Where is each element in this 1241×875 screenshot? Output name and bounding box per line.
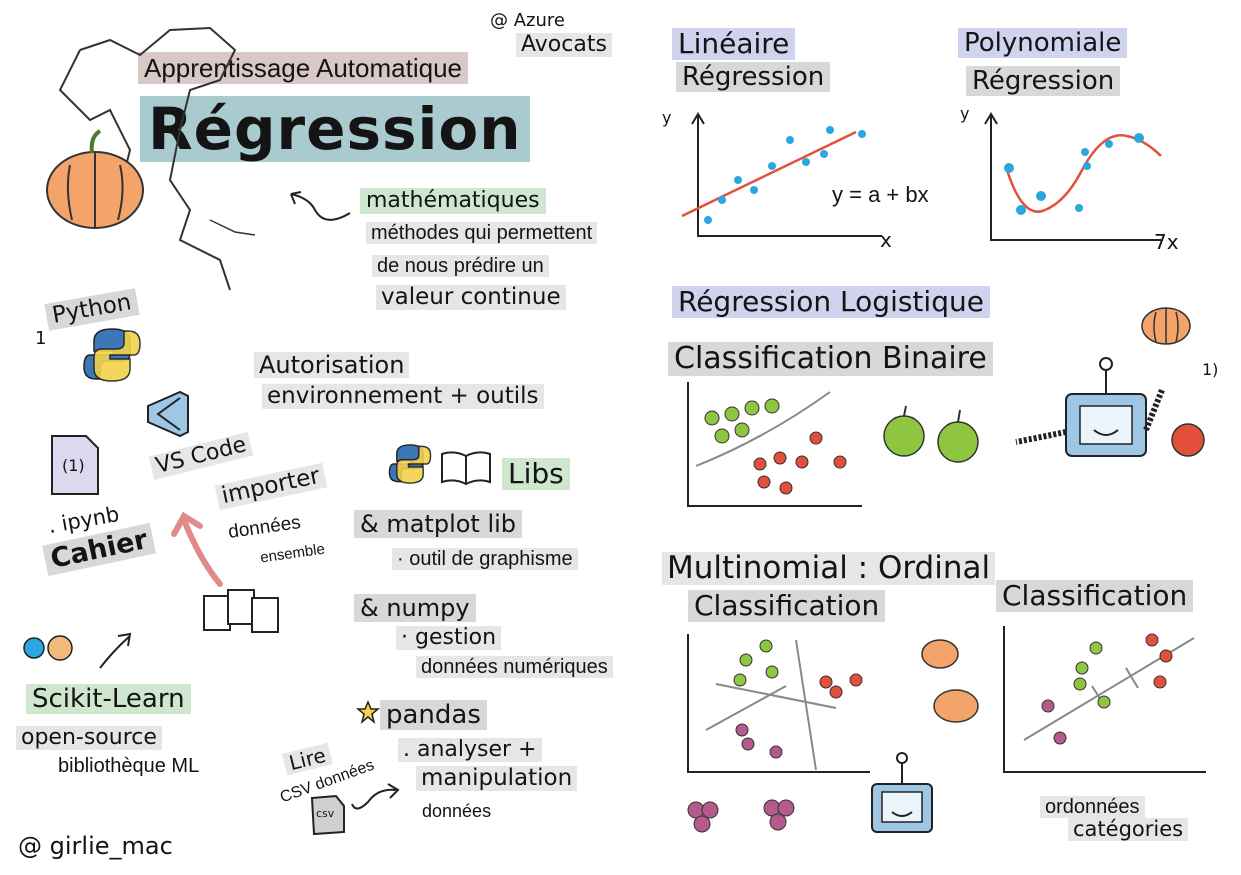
linear-chart [681, 112, 882, 237]
pumpkin-pair-icon [921, 639, 979, 723]
python-small-icon [388, 444, 432, 484]
matplotlib-desc: · outil de graphisme [392, 548, 578, 570]
multinomial-title: Multinomial : Ordinal [662, 552, 996, 585]
linear-y-axis-label: y [662, 108, 672, 127]
pumpkin-small-icon [1141, 307, 1191, 345]
authorization-subtitle: environnement + outils [262, 384, 544, 409]
csv-icon-label: csv [316, 807, 335, 820]
robot-small-icon [871, 752, 933, 833]
scikit-learn-title: Scikit-Learn [26, 684, 191, 714]
book-icon [441, 451, 491, 486]
pandas-label: pandas [380, 700, 487, 730]
polynomial-x-axis-label: 7x [1154, 230, 1179, 254]
polynomial-title-1: Polynomiale [958, 28, 1128, 58]
curly-arrow-icon [290, 191, 351, 221]
import-label-3: ensemble [259, 540, 326, 567]
green-apple-icon [883, 405, 979, 463]
blobs-icon [23, 635, 73, 661]
read-label-1: Lire [282, 742, 333, 776]
red-apple-icon [1171, 423, 1205, 457]
binary-classification-chart [687, 382, 862, 507]
scikit-desc-1: open-source [16, 726, 162, 750]
numpy-desc-2: données numériques [416, 656, 613, 678]
page-title: Régression [140, 96, 530, 162]
linear-title-1: Linéaire [672, 28, 796, 60]
matplotlib-label: & matplot lib [354, 510, 523, 538]
subtitle: Apprentissage Automatique [138, 52, 468, 84]
polynomial-y-axis-label: y [960, 104, 970, 123]
logistic-marker: 1) [1202, 360, 1219, 379]
up-arrow-icon [171, 511, 223, 587]
pandas-desc-2: manipulation [416, 766, 578, 791]
linear-equation: y = a + bx [832, 182, 929, 207]
definition-line-2: méthodes qui permettent [366, 222, 598, 244]
ordinal-note-1: ordonnées [1040, 796, 1145, 818]
python-icon [83, 328, 141, 382]
curved-arrow-icon [351, 783, 400, 810]
notebook-glyph: (1) [62, 456, 85, 475]
handle-credit: @ girlie_mac [18, 832, 173, 860]
csv-file-icon [310, 794, 345, 836]
star-icon [355, 700, 381, 725]
import-label-1: importer [214, 462, 327, 511]
linear-x-axis-label: x [880, 228, 892, 252]
import-label-2: données [226, 512, 303, 543]
multinomial-chart [687, 634, 870, 773]
pandas-desc-1: . analyser + [398, 738, 542, 762]
python-number: 1 [35, 328, 47, 349]
numpy-label: & numpy [354, 594, 476, 622]
authorization-title: Autorisation [254, 352, 410, 378]
binary-classification-title: Classification Binaire [668, 342, 993, 376]
vscode-icon [147, 390, 189, 438]
multinomial-classification: Classification [688, 590, 886, 622]
robot-icon [1015, 357, 1165, 457]
ordinal-classification: Classification [996, 580, 1194, 612]
diagonal-arrow-icon [99, 632, 132, 669]
numpy-desc-1: · gestion [396, 626, 502, 650]
north-america-map-icon [58, 26, 256, 291]
pandas-desc-3: données [422, 801, 492, 821]
definition-line-3: de nous prédire un [372, 255, 549, 277]
grapes-icon [687, 799, 795, 833]
definition-line-4: valeur continue [376, 285, 566, 310]
ordinal-chart [1003, 626, 1206, 773]
libs-title: Libs [502, 458, 570, 490]
polynomial-chart [984, 112, 1162, 241]
notebook-file-icon [51, 435, 99, 495]
data-sheets-icon [203, 589, 279, 633]
definition-line-1: mathématiques [360, 188, 546, 214]
azure-credit-1: @ Azure [490, 10, 565, 31]
scikit-desc-2: bibliothèque ML [58, 755, 200, 777]
polynomial-title-2: Régression [966, 66, 1121, 96]
azure-credit-2: Avocats [516, 33, 612, 57]
ordinal-note-2: catégories [1068, 818, 1189, 841]
linear-title-2: Régression [676, 62, 831, 92]
logistic-title: Régression Logistique [672, 286, 990, 318]
pumpkin-icon [46, 129, 144, 229]
